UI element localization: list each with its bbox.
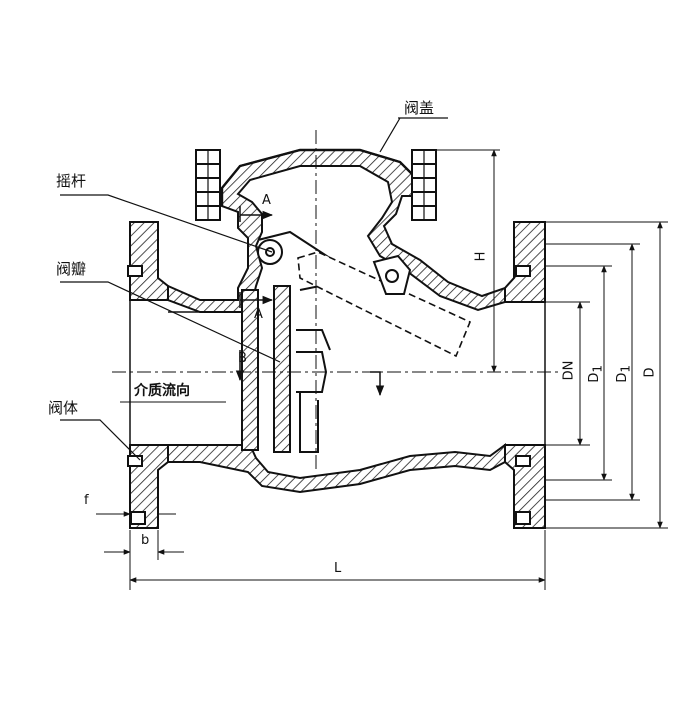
body-upper-wall xyxy=(167,149,506,313)
right-flange-top xyxy=(504,221,546,303)
dim-dn: DN xyxy=(561,360,577,381)
leader-rocker-arm xyxy=(60,194,273,253)
dim-h: H xyxy=(473,251,489,262)
label-valve-cover: 阀盖 xyxy=(404,99,435,117)
leader-valve-body xyxy=(60,419,141,461)
label-valve-body: 阀体 xyxy=(48,399,79,417)
dim-d: D xyxy=(642,367,658,378)
label-valve-disc: 阀瓣 xyxy=(56,260,87,278)
section-b: B xyxy=(238,351,247,366)
dim-l: L xyxy=(334,561,342,576)
section-a-bottom: A xyxy=(254,307,263,322)
dim-b: b xyxy=(141,533,150,548)
bonnet xyxy=(220,148,421,206)
label-flow-direction: 介质流向 xyxy=(134,383,190,399)
valve-seat xyxy=(241,289,259,451)
label-rocker-arm: 摇杆 xyxy=(56,172,87,190)
dim-d1-inner: D1 xyxy=(587,364,605,383)
valve-disc-plate xyxy=(273,285,291,453)
leader-valve-disc xyxy=(60,281,281,363)
dim-d1-outer: D1 xyxy=(615,364,633,383)
section-a-top: A xyxy=(262,193,271,208)
body-lower-wall xyxy=(167,443,506,494)
left-flange-top xyxy=(129,221,169,301)
dim-f: f xyxy=(84,493,89,508)
leader-valve-cover xyxy=(379,117,448,153)
